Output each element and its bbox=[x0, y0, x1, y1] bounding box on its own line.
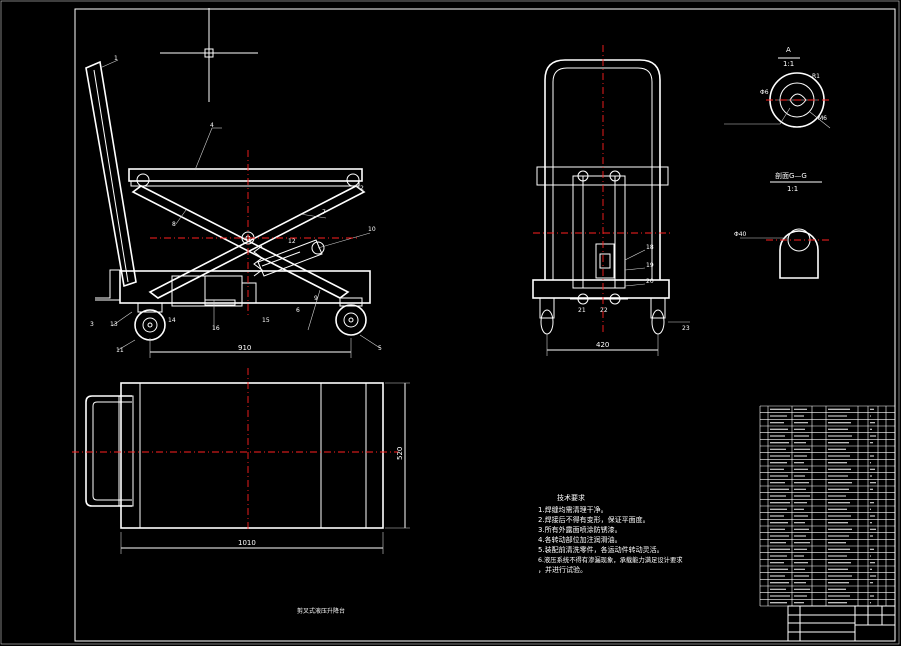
svg-text:1: 1 bbox=[114, 55, 118, 62]
svg-text:M6: M6 bbox=[818, 115, 827, 122]
svg-text:8: 8 bbox=[172, 221, 176, 228]
detail-a: R1 M6 Φ6 bbox=[724, 57, 831, 129]
svg-text:20: 20 bbox=[646, 278, 654, 285]
detail-a-title: A bbox=[786, 46, 791, 54]
title-block bbox=[787, 605, 896, 642]
section-g-scale: 1:1 bbox=[787, 185, 798, 193]
svg-text:18: 18 bbox=[646, 244, 654, 251]
front-view: 18 19 20 21 22 23 bbox=[532, 59, 690, 356]
dim-side-length: 910 bbox=[238, 344, 251, 352]
svg-text:16: 16 bbox=[212, 325, 220, 332]
crosshair-cursor bbox=[160, 8, 258, 102]
tech-notes: 技术要求 1.焊缝均需清理干净。 2.焊接后不得有变形，保证平面度。 3.所有外… bbox=[538, 493, 683, 574]
drawing-frame bbox=[74, 8, 896, 642]
svg-text:15: 15 bbox=[262, 317, 270, 324]
side-view: 1 4 2 8 7 10 12 9 3 13 11 5 16 14 15 6 bbox=[85, 55, 382, 358]
svg-text:7: 7 bbox=[322, 209, 326, 216]
tech-note-7: ，并进行试验。 bbox=[538, 565, 587, 574]
detail-a-scale: 1:1 bbox=[783, 60, 794, 68]
tech-note-2: 2.焊接后不得有变形，保证平面度。 bbox=[538, 515, 650, 524]
parts-list bbox=[759, 405, 896, 607]
tech-note-3: 3.所有外露面喷涂防锈漆。 bbox=[538, 525, 622, 534]
tech-note-5: 5.装配前清洗零件，各运动件转动灵活。 bbox=[538, 545, 664, 554]
dim-front-width: 420 bbox=[596, 341, 609, 349]
tech-notes-heading: 技术要求 bbox=[557, 493, 585, 502]
footer-title: 剪叉式液压升降台 bbox=[297, 607, 345, 615]
svg-text:Φ6: Φ6 bbox=[760, 89, 769, 96]
tech-note-4: 4.各转动部位加注润滑油。 bbox=[538, 535, 622, 544]
dim-top-width: 520 bbox=[396, 447, 404, 460]
svg-text:21: 21 bbox=[578, 307, 586, 314]
tech-note-1: 1.焊缝均需清理干净。 bbox=[538, 505, 608, 514]
svg-text:23: 23 bbox=[682, 325, 690, 332]
svg-text:3: 3 bbox=[90, 321, 94, 328]
svg-text:4: 4 bbox=[210, 122, 214, 129]
svg-text:2: 2 bbox=[360, 185, 364, 192]
svg-text:9: 9 bbox=[314, 295, 318, 302]
section-g-g: Φ40 bbox=[734, 181, 822, 279]
svg-text:19: 19 bbox=[646, 262, 654, 269]
svg-text:R1: R1 bbox=[812, 73, 820, 80]
tech-note-6: 6.液压系统不得有渗漏现象，承载能力满足设计要求 bbox=[538, 555, 683, 564]
svg-text:11: 11 bbox=[116, 347, 124, 354]
svg-text:13: 13 bbox=[110, 321, 118, 328]
top-view bbox=[85, 382, 410, 554]
svg-text:22: 22 bbox=[600, 307, 608, 314]
svg-text:6: 6 bbox=[296, 307, 300, 314]
svg-text:14: 14 bbox=[168, 317, 176, 324]
svg-text:12: 12 bbox=[288, 238, 296, 245]
svg-text:Φ40: Φ40 bbox=[734, 231, 747, 238]
section-g-title: 剖面G—G bbox=[775, 171, 807, 180]
dim-top-length: 1010 bbox=[238, 539, 256, 547]
svg-text:5: 5 bbox=[378, 345, 382, 352]
svg-text:10: 10 bbox=[368, 226, 376, 233]
